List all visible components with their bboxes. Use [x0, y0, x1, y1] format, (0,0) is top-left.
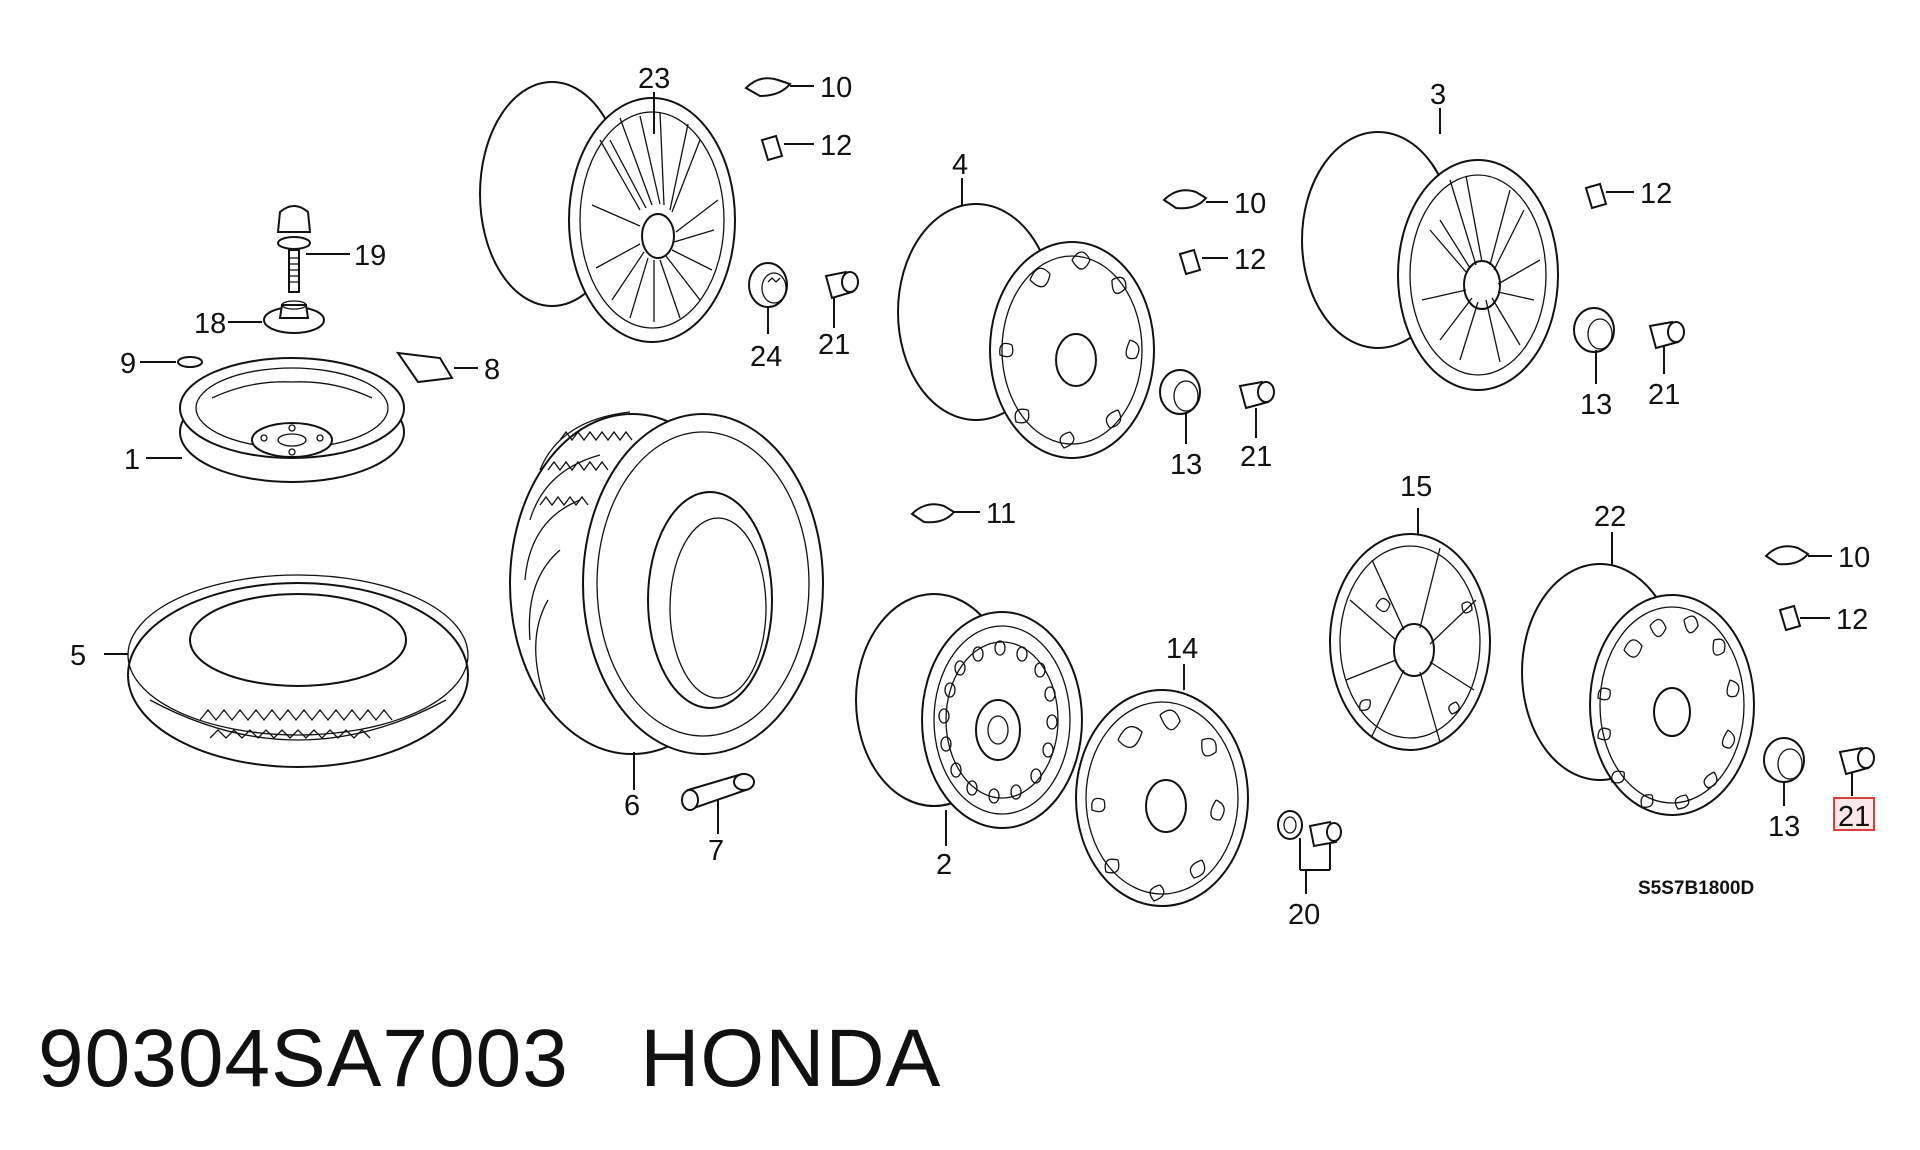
- callout-19: 19: [354, 240, 386, 272]
- callout-12-top: 12: [820, 130, 852, 162]
- clip-part-11: [910, 503, 956, 524]
- callout-1: 1: [124, 444, 140, 476]
- spare-wheel-part-1: [179, 357, 405, 483]
- tire-part-6: [509, 411, 824, 755]
- steel-wheel-part-2: [855, 593, 1083, 829]
- lug-nut-part-21-d: [1838, 746, 1875, 776]
- callout-labels: 1 2 3 4 5 6 7 8 9 10 10 10 11 12 12 12 1…: [70, 63, 1875, 931]
- wheel-cover-part-15: [1329, 533, 1491, 751]
- callout-12-right: 12: [1640, 178, 1672, 210]
- grommet-part-9: [177, 356, 203, 368]
- callout-21-c: 21: [1648, 379, 1680, 411]
- callout-18: 18: [194, 308, 226, 340]
- callout-20: 20: [1288, 899, 1320, 931]
- callout-14: 14: [1166, 633, 1198, 665]
- callout-5: 5: [70, 640, 86, 672]
- center-cap-part-13-a: [1159, 369, 1201, 415]
- callout-21-highlighted: 21: [1838, 801, 1870, 833]
- callout-10-top: 10: [820, 72, 852, 104]
- callout-24: 24: [750, 341, 782, 373]
- callout-15: 15: [1400, 471, 1432, 503]
- alloy-wheel-part-23: [479, 81, 736, 343]
- drawing-code: S5S7B1800D: [1638, 878, 1754, 899]
- alloy-wheel-part-4: [897, 203, 1155, 459]
- leader-lines: [104, 85, 1853, 894]
- clip-part-10-right: [1764, 545, 1810, 566]
- valve-part-7: [681, 772, 755, 811]
- clip-part-10-top: [744, 77, 792, 98]
- callout-2: 2: [936, 849, 952, 881]
- spare-tire-part-5: [127, 574, 469, 768]
- callout-10-right: 10: [1838, 542, 1870, 574]
- callout-12-mid: 12: [1234, 244, 1266, 276]
- lock-nut-part-20: [1277, 810, 1342, 848]
- label-part-8: [395, 351, 454, 384]
- highlight-box: [1833, 797, 1875, 831]
- cap-part-12-lower: [1778, 604, 1802, 632]
- wheel-cover-part-14: [1075, 689, 1249, 907]
- alloy-wheel-part-3: [1301, 131, 1559, 391]
- center-cap-part-13-b: [1573, 307, 1615, 353]
- brand-name: HONDA: [640, 1013, 942, 1104]
- wing-nut-part-18: [263, 300, 325, 334]
- caption: 90304SA7003 HONDA: [38, 1012, 941, 1106]
- callout-6: 6: [624, 790, 640, 822]
- callout-10-mid: 10: [1234, 188, 1266, 220]
- callout-13-c: 13: [1768, 811, 1800, 843]
- callout-13-b: 13: [1580, 389, 1612, 421]
- callout-11: 11: [986, 498, 1016, 530]
- callout-3: 3: [1430, 79, 1446, 111]
- cap-part-12-top: [760, 134, 784, 162]
- clip-part-10-mid: [1162, 189, 1208, 210]
- cap-part-12-right: [1584, 182, 1608, 210]
- callout-8: 8: [484, 354, 500, 386]
- lug-nut-part-21-a: [824, 270, 859, 300]
- callout-22: 22: [1594, 501, 1626, 533]
- callout-21-b: 21: [1240, 441, 1272, 473]
- cap-part-12-mid: [1178, 248, 1202, 276]
- callout-4: 4: [952, 149, 968, 181]
- bolt-part-19: [276, 205, 312, 293]
- callout-23: 23: [638, 63, 670, 95]
- callout-13-a: 13: [1170, 449, 1202, 481]
- callout-9: 9: [120, 348, 136, 380]
- alloy-wheel-part-22: [1521, 563, 1755, 816]
- lug-nut-part-21-c: [1648, 320, 1685, 350]
- lug-nut-part-21-b: [1238, 380, 1275, 410]
- callout-21-a: 21: [818, 329, 850, 361]
- center-cap-part-13-c: [1763, 737, 1805, 783]
- part-number: 90304SA7003: [38, 1013, 569, 1104]
- center-cap-part-24: [748, 262, 788, 308]
- callout-7: 7: [708, 835, 724, 867]
- callout-12-lower: 12: [1836, 604, 1868, 636]
